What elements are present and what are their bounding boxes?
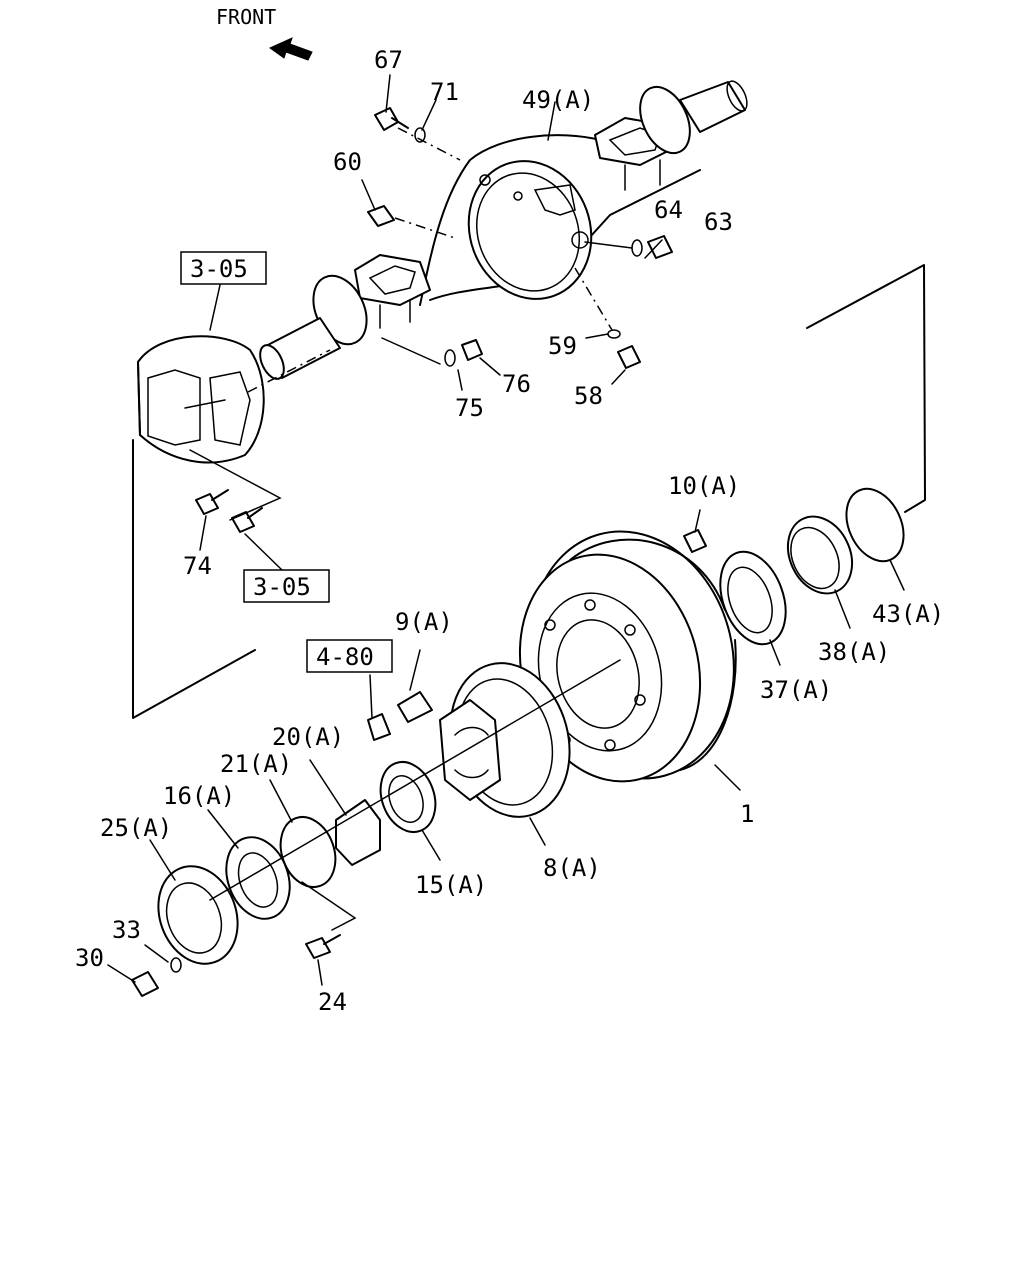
ref-box-4-80[interactable]: 4-80	[306, 639, 393, 673]
part-label: 43(A)	[872, 600, 944, 628]
part-label: 71	[430, 78, 459, 106]
part-label: 25(A)	[100, 814, 172, 842]
part-label: 10(A)	[668, 472, 740, 500]
ref-box-label: 4-80	[316, 643, 374, 671]
part-labels: 67 71 49(A) 60 64 63 59 58 76 75 74 10(A…	[75, 46, 944, 1016]
part-label: 59	[548, 332, 577, 360]
part-label: 1	[740, 800, 754, 828]
part-label: 74	[183, 552, 212, 580]
ref-box-3-05-bottom[interactable]: 3-05	[243, 569, 330, 603]
front-indicator: FRONT	[216, 5, 313, 61]
part-label: 20(A)	[272, 723, 344, 751]
frame-lines	[132, 264, 926, 719]
part-label: 21(A)	[220, 750, 292, 778]
brake-drum-assembly	[107, 487, 905, 997]
axle-housing	[259, 80, 748, 380]
brake-backing-plate	[137, 284, 331, 571]
part-label: 8(A)	[543, 854, 601, 882]
front-label: FRONT	[216, 5, 276, 29]
part-label: 16(A)	[163, 782, 235, 810]
part-label: 76	[502, 370, 531, 398]
part-label: 75	[455, 394, 484, 422]
part-label: 49(A)	[522, 86, 594, 114]
part-label: 38(A)	[818, 638, 890, 666]
ref-box-label: 3-05	[253, 573, 311, 601]
part-label: 63	[704, 208, 733, 236]
part-label: 64	[654, 196, 683, 224]
part-label: 15(A)	[415, 871, 487, 899]
part-label: 24	[318, 988, 347, 1016]
reference-boxes: 3-05 3-05 4-80	[180, 251, 393, 673]
part-label: 9(A)	[395, 608, 453, 636]
upper-small-parts	[361, 74, 673, 391]
part-label: 30	[75, 944, 104, 972]
part-label: 33	[112, 916, 141, 944]
part-label: 37(A)	[760, 676, 832, 704]
part-label: 67	[374, 46, 403, 74]
ref-box-3-05-top[interactable]: 3-05	[180, 251, 267, 285]
front-arrow-icon	[269, 37, 313, 61]
ref-box-label: 3-05	[190, 255, 248, 283]
part-label: 60	[333, 148, 362, 176]
part-label: 58	[574, 382, 603, 410]
